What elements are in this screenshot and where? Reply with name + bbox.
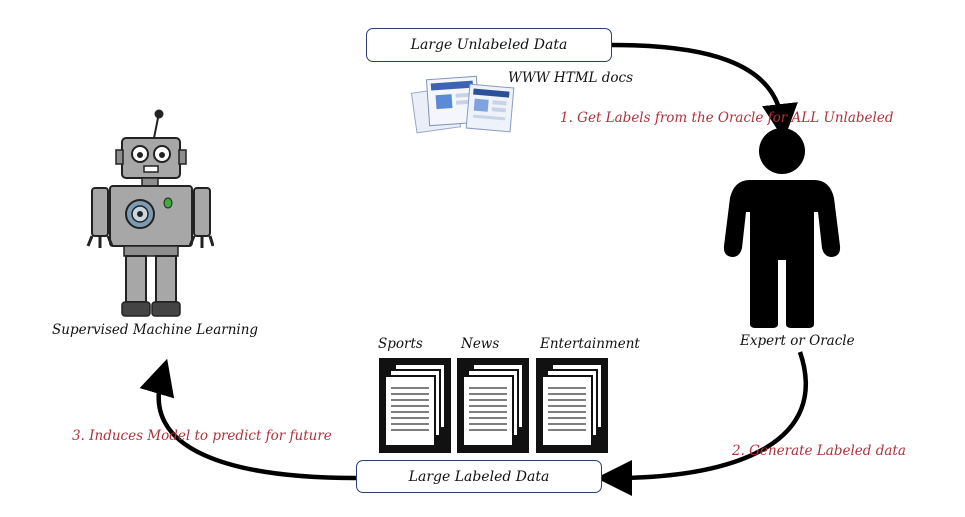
step3-label: 3. Induces Model to predict for future: [72, 428, 332, 444]
unlabeled-data-box: Large Unlabeled Data: [366, 28, 612, 62]
arrow-to-learner: [139, 358, 357, 481]
arrow-to-labeled: [596, 351, 808, 496]
document-stack-icon: [457, 358, 529, 453]
arrow-to-oracle: [611, 42, 798, 140]
document-stack-icon: [536, 358, 608, 453]
labeled-data-label: Large Labeled Data: [408, 468, 550, 485]
labeled-data-box: Large Labeled Data: [356, 460, 602, 493]
category-news: News: [461, 336, 500, 352]
oracle-label: Expert or Oracle: [740, 333, 855, 349]
learner-label: Supervised Machine Learning: [52, 322, 259, 338]
category-entertainment: Entertainment: [540, 336, 640, 352]
person-icon: [723, 128, 841, 328]
step1-label: 1. Get Labels from the Oracle for ALL Un…: [560, 110, 894, 126]
web-docs-label: WWW HTML docs: [508, 70, 634, 86]
unlabeled-data-label: Large Unlabeled Data: [410, 37, 568, 53]
step2-label: 2. Generate Labeled data: [732, 443, 906, 459]
category-sports: Sports: [378, 336, 423, 352]
robot-icon: [86, 109, 214, 317]
web-pages-image: [410, 75, 515, 134]
document-stack-icon: [379, 358, 451, 453]
